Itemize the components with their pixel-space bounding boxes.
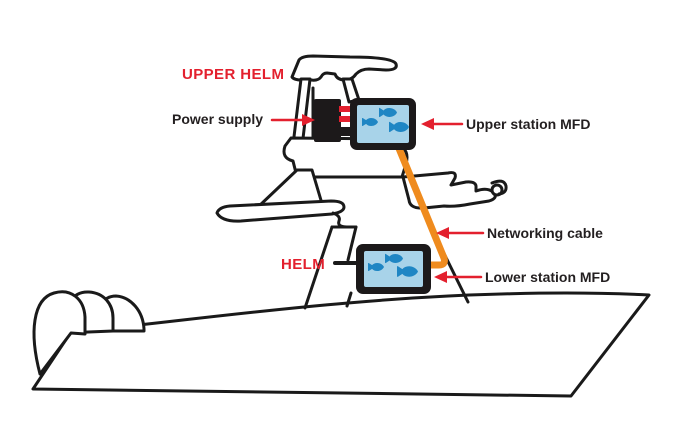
lower-station-mfd-arrow	[434, 271, 483, 283]
lower-station-mfd	[356, 244, 431, 294]
lower-console-right-edge	[346, 225, 358, 262]
helm-label: HELM	[281, 256, 326, 273]
power-supply-label: Power supply	[172, 111, 264, 127]
tower-canopy	[290, 54, 398, 82]
spike-curl	[331, 211, 349, 229]
upper-station-mfd-label: Upper station MFD	[466, 116, 591, 132]
lower-station-mfd-label: Lower station MFD	[485, 269, 611, 285]
seat-hook	[490, 179, 508, 196]
power-connector	[334, 127, 357, 136]
upper-station-mfd-arrow	[421, 118, 464, 130]
power-wire-2	[339, 116, 355, 122]
lower-console-foot	[345, 291, 353, 308]
power-supply-arrow	[270, 114, 315, 126]
lower-mfd-screen	[364, 251, 423, 287]
networking-cable-arrow	[436, 227, 485, 239]
engine-cowl-1	[32, 290, 87, 376]
networking-cable	[394, 144, 448, 269]
upper-helm-label: UPPER HELM	[182, 66, 285, 83]
lower-console-left-edge	[303, 225, 334, 310]
power-wire-1	[339, 106, 355, 112]
boat-hull	[31, 290, 651, 398]
outrigger-spike	[215, 199, 346, 223]
upper-mfd-screen	[357, 105, 409, 143]
power-supply-unit	[314, 99, 357, 142]
networking-cable-label: Networking cable	[487, 225, 603, 241]
upper-station-mfd	[350, 98, 416, 150]
